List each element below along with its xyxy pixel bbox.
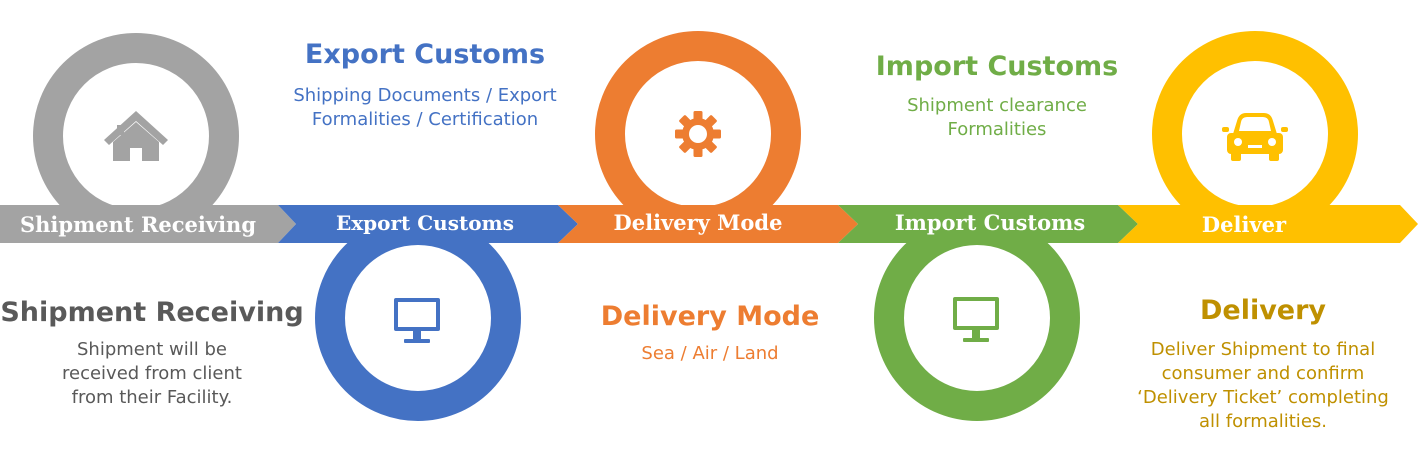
car-icon — [1222, 113, 1288, 161]
description-line: ‘Delivery Ticket’ completing — [1137, 387, 1389, 408]
arrow-label-import-customs: Import Customs — [895, 210, 1085, 235]
step-title: Delivery — [1199, 295, 1327, 326]
step-shipment-receiving-text: Shipment Receiving Shipment will be rece… — [0, 296, 304, 410]
house-icon — [104, 111, 168, 161]
monitor-icon — [394, 298, 440, 343]
step-description: Shipment will be received from client fr… — [0, 338, 304, 410]
description-line: Shipment clearance — [907, 95, 1087, 116]
description-line: Shipping Documents / Export — [293, 85, 557, 106]
step-description: Shipment clearance Formalities — [840, 94, 1154, 142]
step-title: Import Customs — [875, 51, 1119, 82]
step-description: Deliver Shipment to final consumer and c… — [1110, 338, 1416, 434]
arrow-segment-shipment-receiving — [0, 205, 296, 243]
arrow-label-deliver: Deliver — [1202, 212, 1287, 237]
step-export-customs-text: Export Customs Shipping Documents / Expo… — [270, 38, 580, 132]
description-line: Shipment will be — [76, 339, 227, 360]
arrow-label-shipment-receiving: Shipment Receiving — [20, 212, 256, 237]
step-title: Export Customs — [304, 39, 546, 70]
description-line: Sea / Air / Land — [641, 343, 779, 364]
arrow-segment-delivery-mode — [558, 205, 858, 243]
step-delivery-mode-text: Delivery Mode Sea / Air / Land — [560, 300, 860, 366]
step-title: Delivery Mode — [600, 301, 820, 332]
step-import-customs-text: Import Customs Shipment clearance Formal… — [840, 50, 1154, 142]
monitor-icon — [953, 297, 999, 342]
description-line: all formalities. — [1199, 411, 1327, 432]
arrow-label-delivery-mode: Delivery Mode — [614, 210, 783, 235]
step-delivery-text: Delivery Deliver Shipment to final consu… — [1110, 294, 1416, 434]
arrow-segment-import-customs — [838, 205, 1138, 243]
description-line: from their Facility. — [71, 387, 233, 408]
step-description: Shipping Documents / Export Formalities … — [270, 84, 580, 132]
gear-icon — [675, 111, 721, 157]
arrow-label-export-customs: Export Customs — [336, 211, 514, 235]
description-line: Formalities / Certification — [311, 109, 539, 130]
step-title: Shipment Receiving — [0, 297, 304, 328]
arrow-segment-deliver — [1118, 205, 1418, 243]
arrow-segment-export-customs — [278, 205, 578, 243]
description-line: received from client — [62, 363, 242, 384]
description-line: consumer and confirm — [1161, 363, 1365, 384]
step-description: Sea / Air / Land — [560, 342, 860, 366]
description-line: Deliver Shipment to final — [1150, 339, 1376, 360]
description-line: Formalities — [947, 119, 1047, 140]
